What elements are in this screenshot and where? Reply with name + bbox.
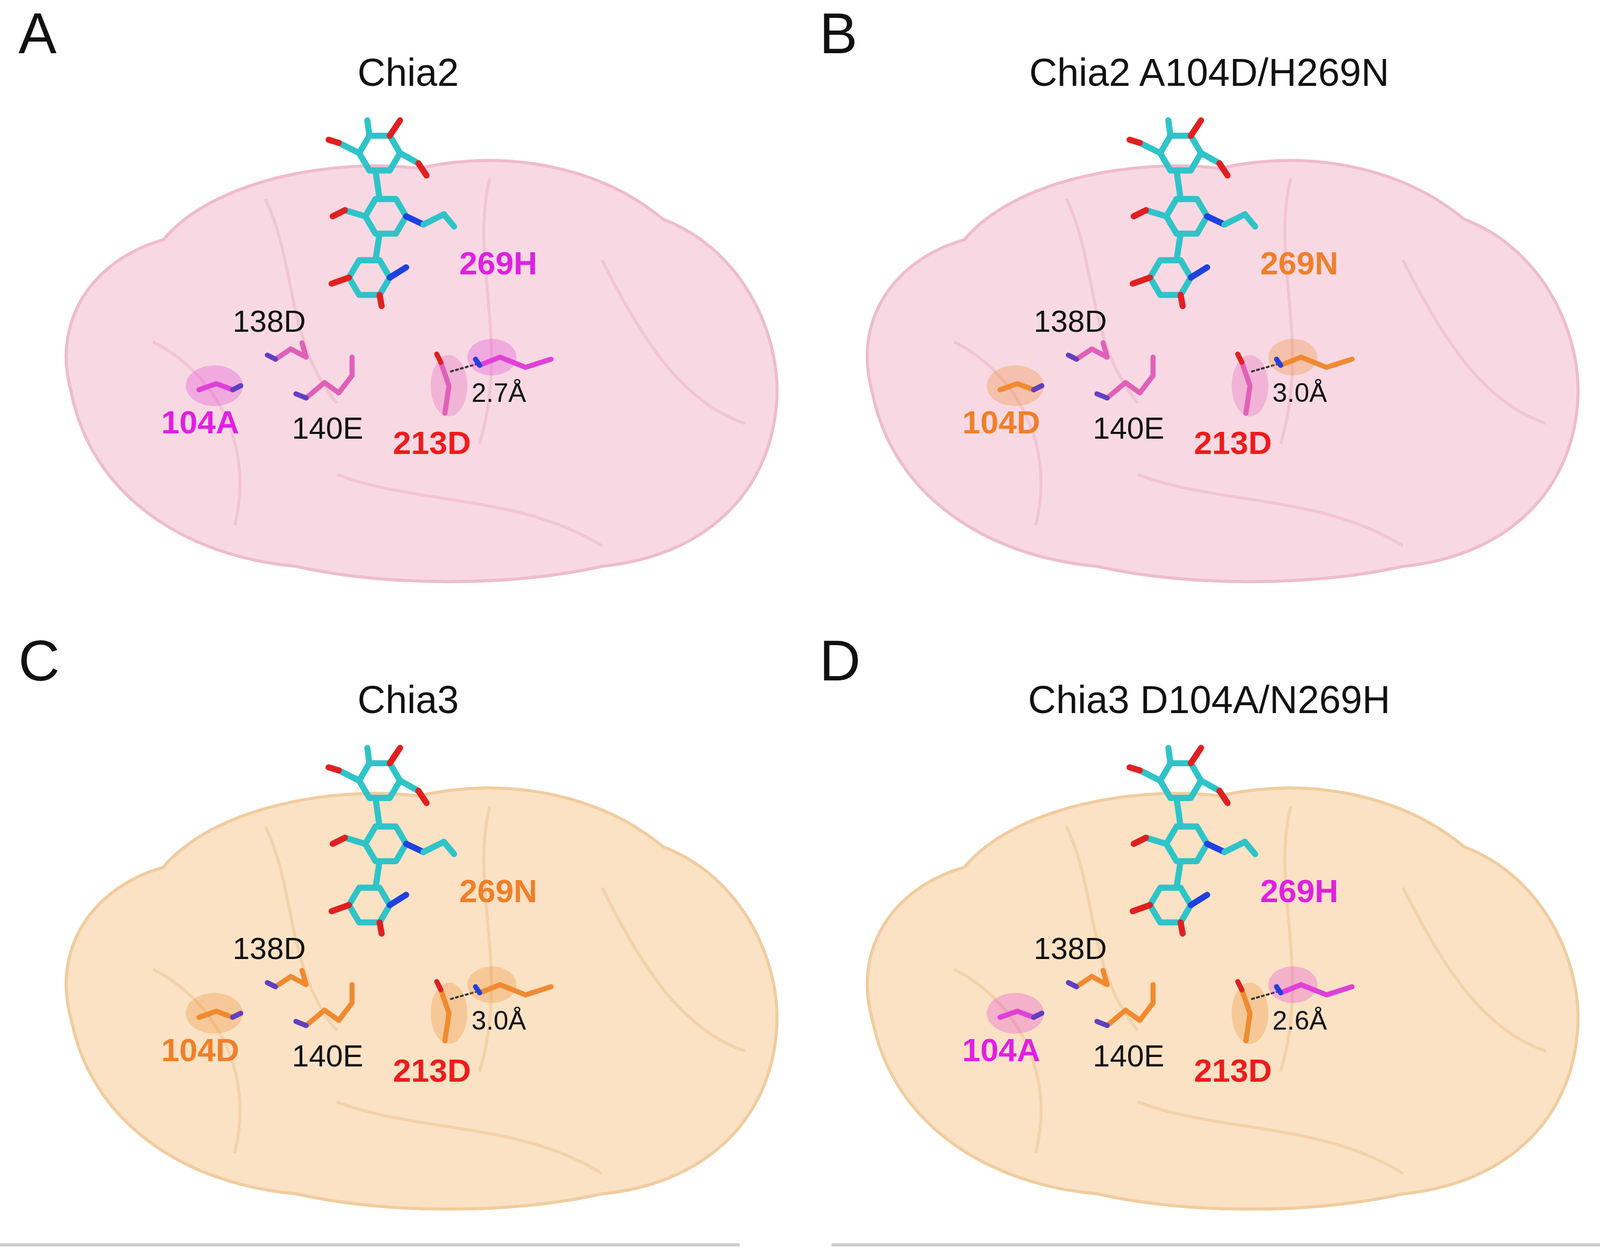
panel-letter: C bbox=[18, 632, 60, 690]
panel-title: Chia3 D104A/N269H bbox=[831, 678, 1587, 723]
residue-label: 269N bbox=[1260, 247, 1339, 280]
residue-label: 104A bbox=[161, 406, 240, 439]
distance-label: 3.0Å bbox=[1272, 379, 1328, 407]
residue-label: 104D bbox=[962, 406, 1041, 439]
surface-outline bbox=[831, 137, 1587, 592]
protein-surface: Chia2 bbox=[30, 137, 786, 592]
residue-label: 140E bbox=[1092, 413, 1165, 444]
panel-letter: A bbox=[18, 5, 57, 63]
surface-outline bbox=[30, 137, 786, 592]
residue-label: 269N bbox=[459, 874, 538, 907]
distance-label: 3.0Å bbox=[471, 1006, 527, 1034]
panel-title: Chia3 bbox=[30, 678, 786, 723]
distance-label: 2.7Å bbox=[471, 379, 527, 407]
protein-surface: Chia3 D104A/N269H bbox=[831, 765, 1587, 1220]
panel-letter: D bbox=[819, 632, 861, 690]
surface-outline bbox=[30, 765, 786, 1220]
residue-label: 140E bbox=[291, 413, 364, 444]
distance-label: 2.6Å bbox=[1272, 1006, 1328, 1034]
residue-label: 213D bbox=[392, 426, 471, 460]
panel-title: Chia2 bbox=[30, 51, 786, 95]
panel-title: Chia2 A104D/H269N bbox=[831, 51, 1587, 95]
residue-label: 140E bbox=[291, 1040, 364, 1072]
residue-label: 138D bbox=[232, 305, 306, 337]
residue-label: 104D bbox=[161, 1033, 240, 1067]
surface-outline bbox=[831, 765, 1587, 1220]
protein-surface: Chia3 bbox=[30, 765, 786, 1220]
residue-label: 138D bbox=[232, 933, 306, 965]
residue-label: 138D bbox=[1033, 933, 1108, 965]
panel-letter: B bbox=[819, 5, 858, 63]
residue-label: 213D bbox=[1193, 426, 1272, 460]
residue-label: 213D bbox=[1193, 1053, 1272, 1087]
residue-label: 140E bbox=[1092, 1040, 1165, 1072]
residue-label: 213D bbox=[392, 1053, 471, 1087]
residue-label: 269H bbox=[1260, 874, 1339, 907]
protein-surface: Chia2 A104D/H269N bbox=[831, 137, 1587, 592]
residue-label: 104A bbox=[962, 1033, 1041, 1067]
residue-label: 138D bbox=[1033, 305, 1108, 337]
residue-label: 269H bbox=[459, 247, 538, 280]
